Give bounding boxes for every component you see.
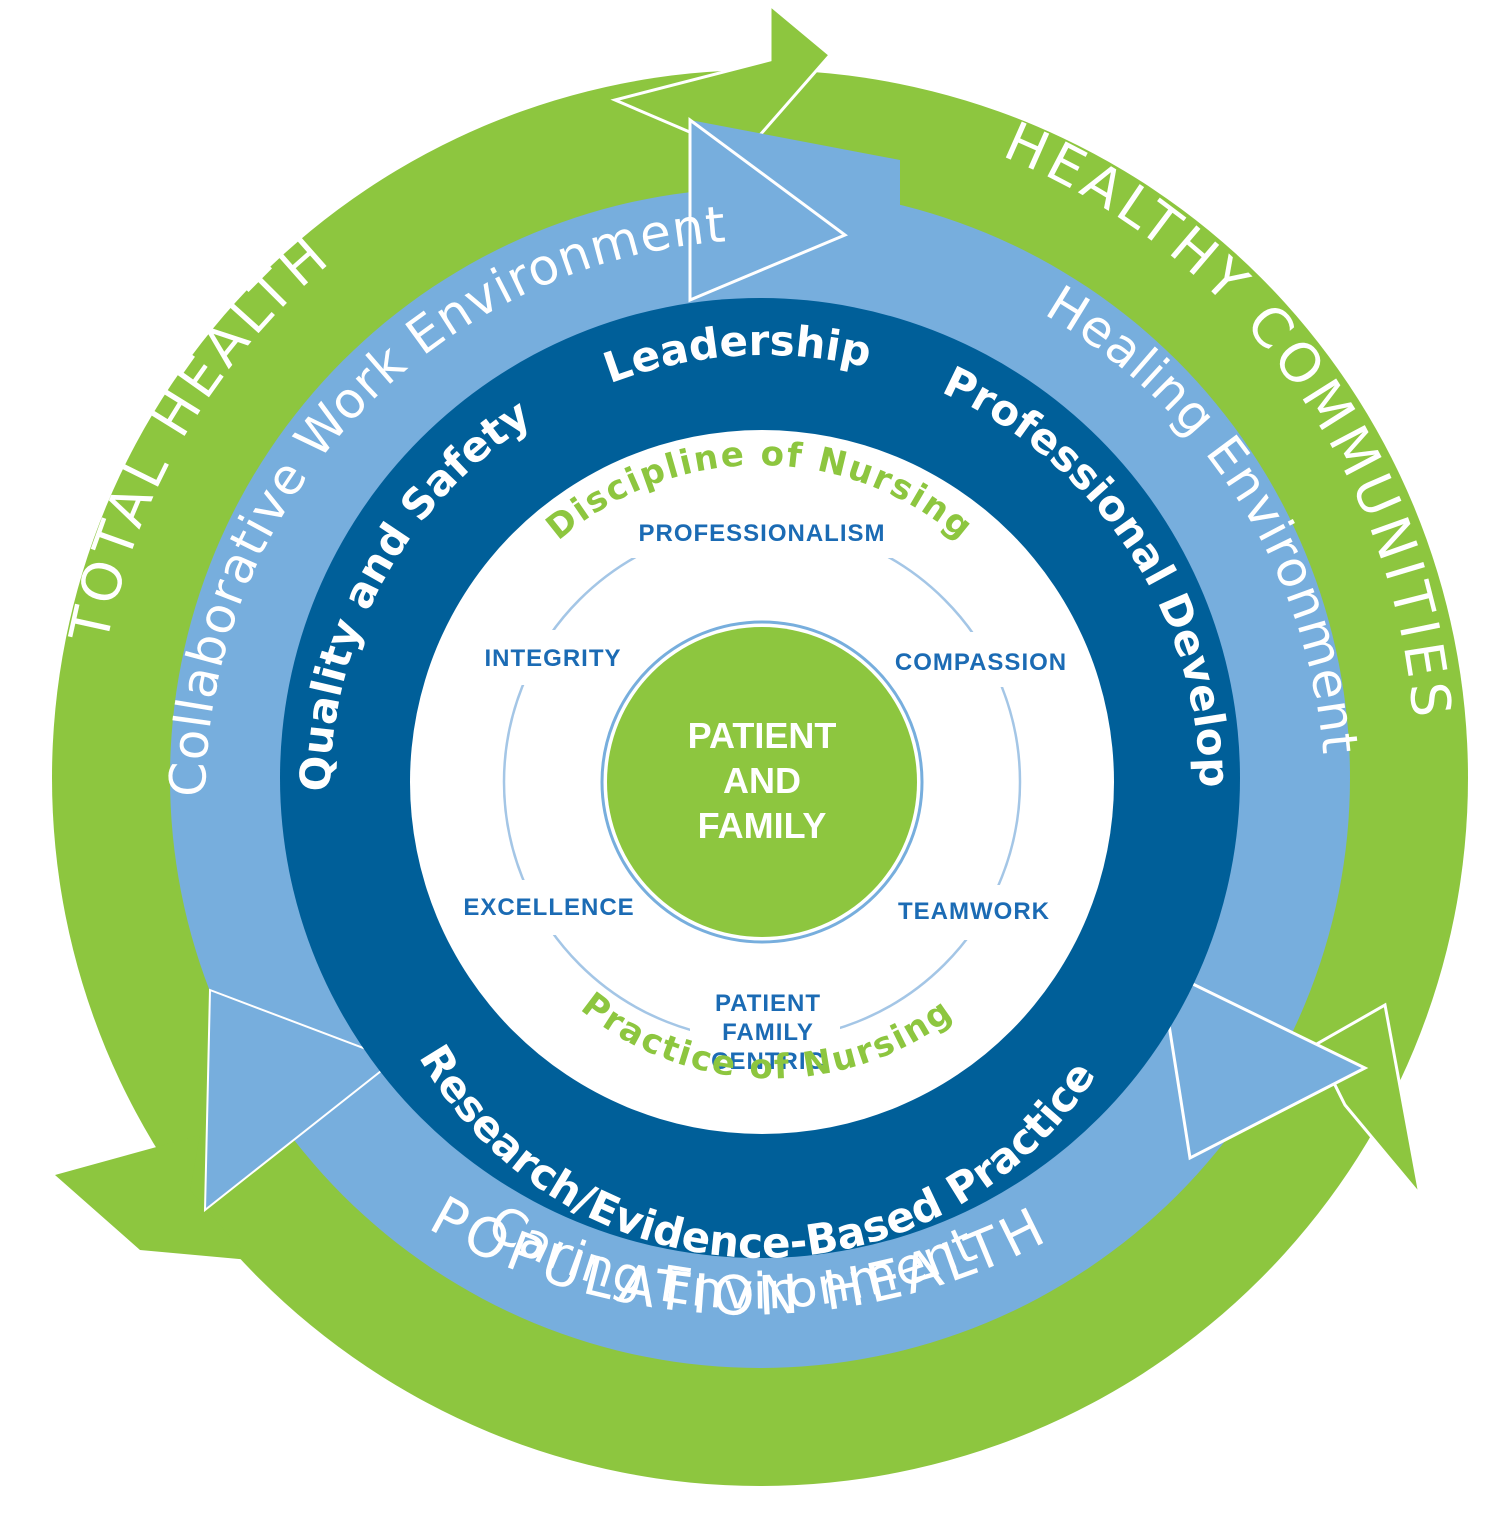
value-professionalism: PROFESSIONALISM: [638, 520, 885, 547]
blue-arrow-right: [1158, 965, 1369, 1161]
blue-arrow-left: [203, 988, 398, 1213]
value-patient-family-centric-3: CENTRIC: [711, 1048, 825, 1075]
center-line-1: PATIENT: [688, 715, 837, 756]
value-gap-upper-right: [880, 632, 1080, 687]
value-gap-lower-left: [450, 880, 645, 935]
center-circle-shape: [607, 627, 917, 937]
value-gap-top: [615, 510, 915, 558]
values-labels: PROFESSIONALISM INTEGRITY COMPASSION EXC…: [463, 520, 1067, 1075]
value-teamwork: TEAMWORK: [898, 898, 1050, 925]
value-gap-upper-left: [470, 630, 640, 685]
center-circle-border: [600, 620, 924, 944]
value-integrity: INTEGRITY: [484, 645, 621, 672]
center-line-3: FAMILY: [698, 805, 827, 846]
value-excellence: EXCELLENCE: [463, 894, 634, 921]
outer-arrow-left: [55, 1135, 250, 1260]
blue-arrow-top-tip: [688, 117, 849, 303]
value-gap-bottom: [690, 985, 840, 1080]
value-patient-family-centric-1: PATIENT: [715, 990, 821, 1017]
center-circle: PATIENT AND FAMILY: [600, 620, 924, 944]
value-patient-family-centric-2: FAMILY: [722, 1019, 814, 1046]
value-gap-lower-right: [880, 885, 1065, 940]
value-compassion: COMPASSION: [895, 649, 1067, 676]
center-line-2: AND: [723, 760, 801, 801]
